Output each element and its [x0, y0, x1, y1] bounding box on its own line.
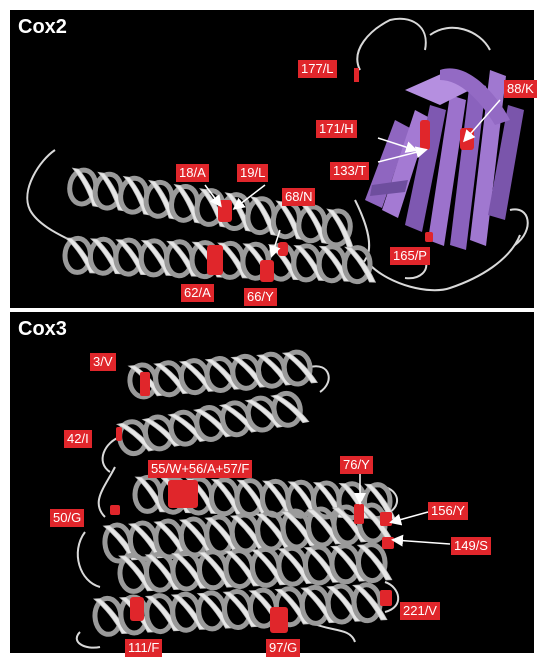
- cox2-helix-upper: [67, 168, 353, 248]
- label-76Y: 76/Y: [340, 456, 373, 474]
- label-171H: 171/H: [316, 120, 357, 138]
- cox2-structure: [10, 10, 534, 308]
- label-62A: 62/A: [181, 284, 214, 302]
- label-555657: 55/W+56/A+57/F: [148, 460, 252, 478]
- label-149S: 149/S: [451, 537, 491, 555]
- cox3-structure: [10, 312, 534, 653]
- label-19L: 19/L: [237, 164, 268, 182]
- label-97G: 97/G: [266, 639, 300, 657]
- label-3V: 3/V: [90, 353, 116, 371]
- cox2-panel: Cox2 177/L 88/K 171/H 18/A 19/L 68/N 133…: [10, 10, 534, 308]
- label-156Y: 156/Y: [428, 502, 468, 520]
- label-68N: 68/N: [282, 188, 315, 206]
- label-221V: 221/V: [400, 602, 440, 620]
- label-42I: 42/I: [64, 430, 92, 448]
- cox3-title: Cox3: [18, 318, 67, 341]
- label-66Y: 66/Y: [244, 288, 277, 306]
- label-133T: 133/T: [330, 162, 369, 180]
- label-50G: 50/G: [50, 509, 84, 527]
- cox3-helix-2: [117, 391, 309, 455]
- label-177L: 177/L: [298, 60, 337, 78]
- cox3-panel: Cox3 3/V 42/I 55/W+56/A+57/F 76/Y 50/G 1…: [10, 312, 534, 653]
- cox2-title: Cox2: [18, 16, 67, 39]
- label-165P: 165/P: [390, 247, 430, 265]
- label-88K: 88/K: [504, 80, 537, 98]
- cox3-helix-1: [129, 351, 318, 398]
- label-111F: 111/F: [125, 639, 162, 657]
- label-18A: 18/A: [176, 164, 209, 182]
